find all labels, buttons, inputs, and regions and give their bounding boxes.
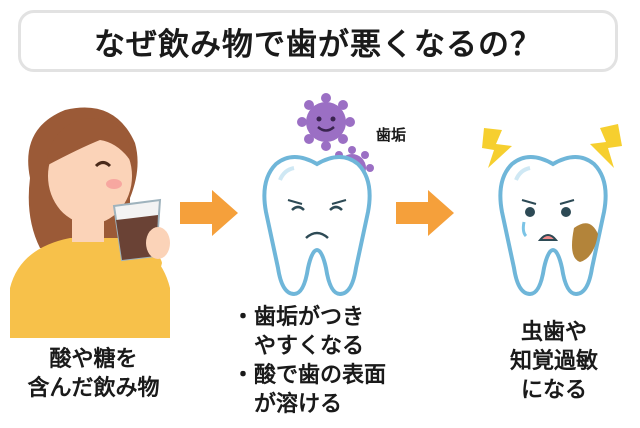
caption-line: ・酸で歯の表面: [232, 363, 387, 388]
bacteria-icon: [297, 93, 355, 151]
caption-line: 虫歯や: [520, 320, 587, 345]
caption-line: 知覚過敏: [509, 349, 598, 374]
plaque-label: 歯垢: [376, 126, 407, 144]
caption-line: ・歯垢がつき: [232, 305, 365, 330]
process-caption: ・歯垢がつき やすくなる ・酸で歯の表面 が溶ける: [232, 303, 422, 419]
worried-tooth-icon: [262, 155, 372, 297]
woman-drinking-icon: [10, 107, 170, 338]
arrow-right-icon: [180, 190, 238, 236]
caption-line: 酸や糖を: [49, 347, 138, 372]
page-title: なぜ飲み物で歯が悪くなるの？: [94, 26, 542, 63]
result-caption: 虫歯や 知覚過敏 になる: [484, 318, 624, 405]
crying-tooth-icon: [498, 155, 608, 297]
caption-line: 含んだ飲み物: [27, 376, 160, 401]
drink-caption: 酸や糖を 含んだ飲み物: [6, 345, 181, 403]
caption-line: やすくなる: [232, 334, 365, 359]
lightning-icon: [590, 124, 622, 168]
caption-line: が溶ける: [232, 392, 343, 417]
caption-line: になる: [520, 378, 587, 403]
title-banner: なぜ飲み物で歯が悪くなるの？: [18, 10, 618, 72]
arrow-right-icon: [396, 190, 454, 236]
lightning-icon: [482, 128, 512, 168]
